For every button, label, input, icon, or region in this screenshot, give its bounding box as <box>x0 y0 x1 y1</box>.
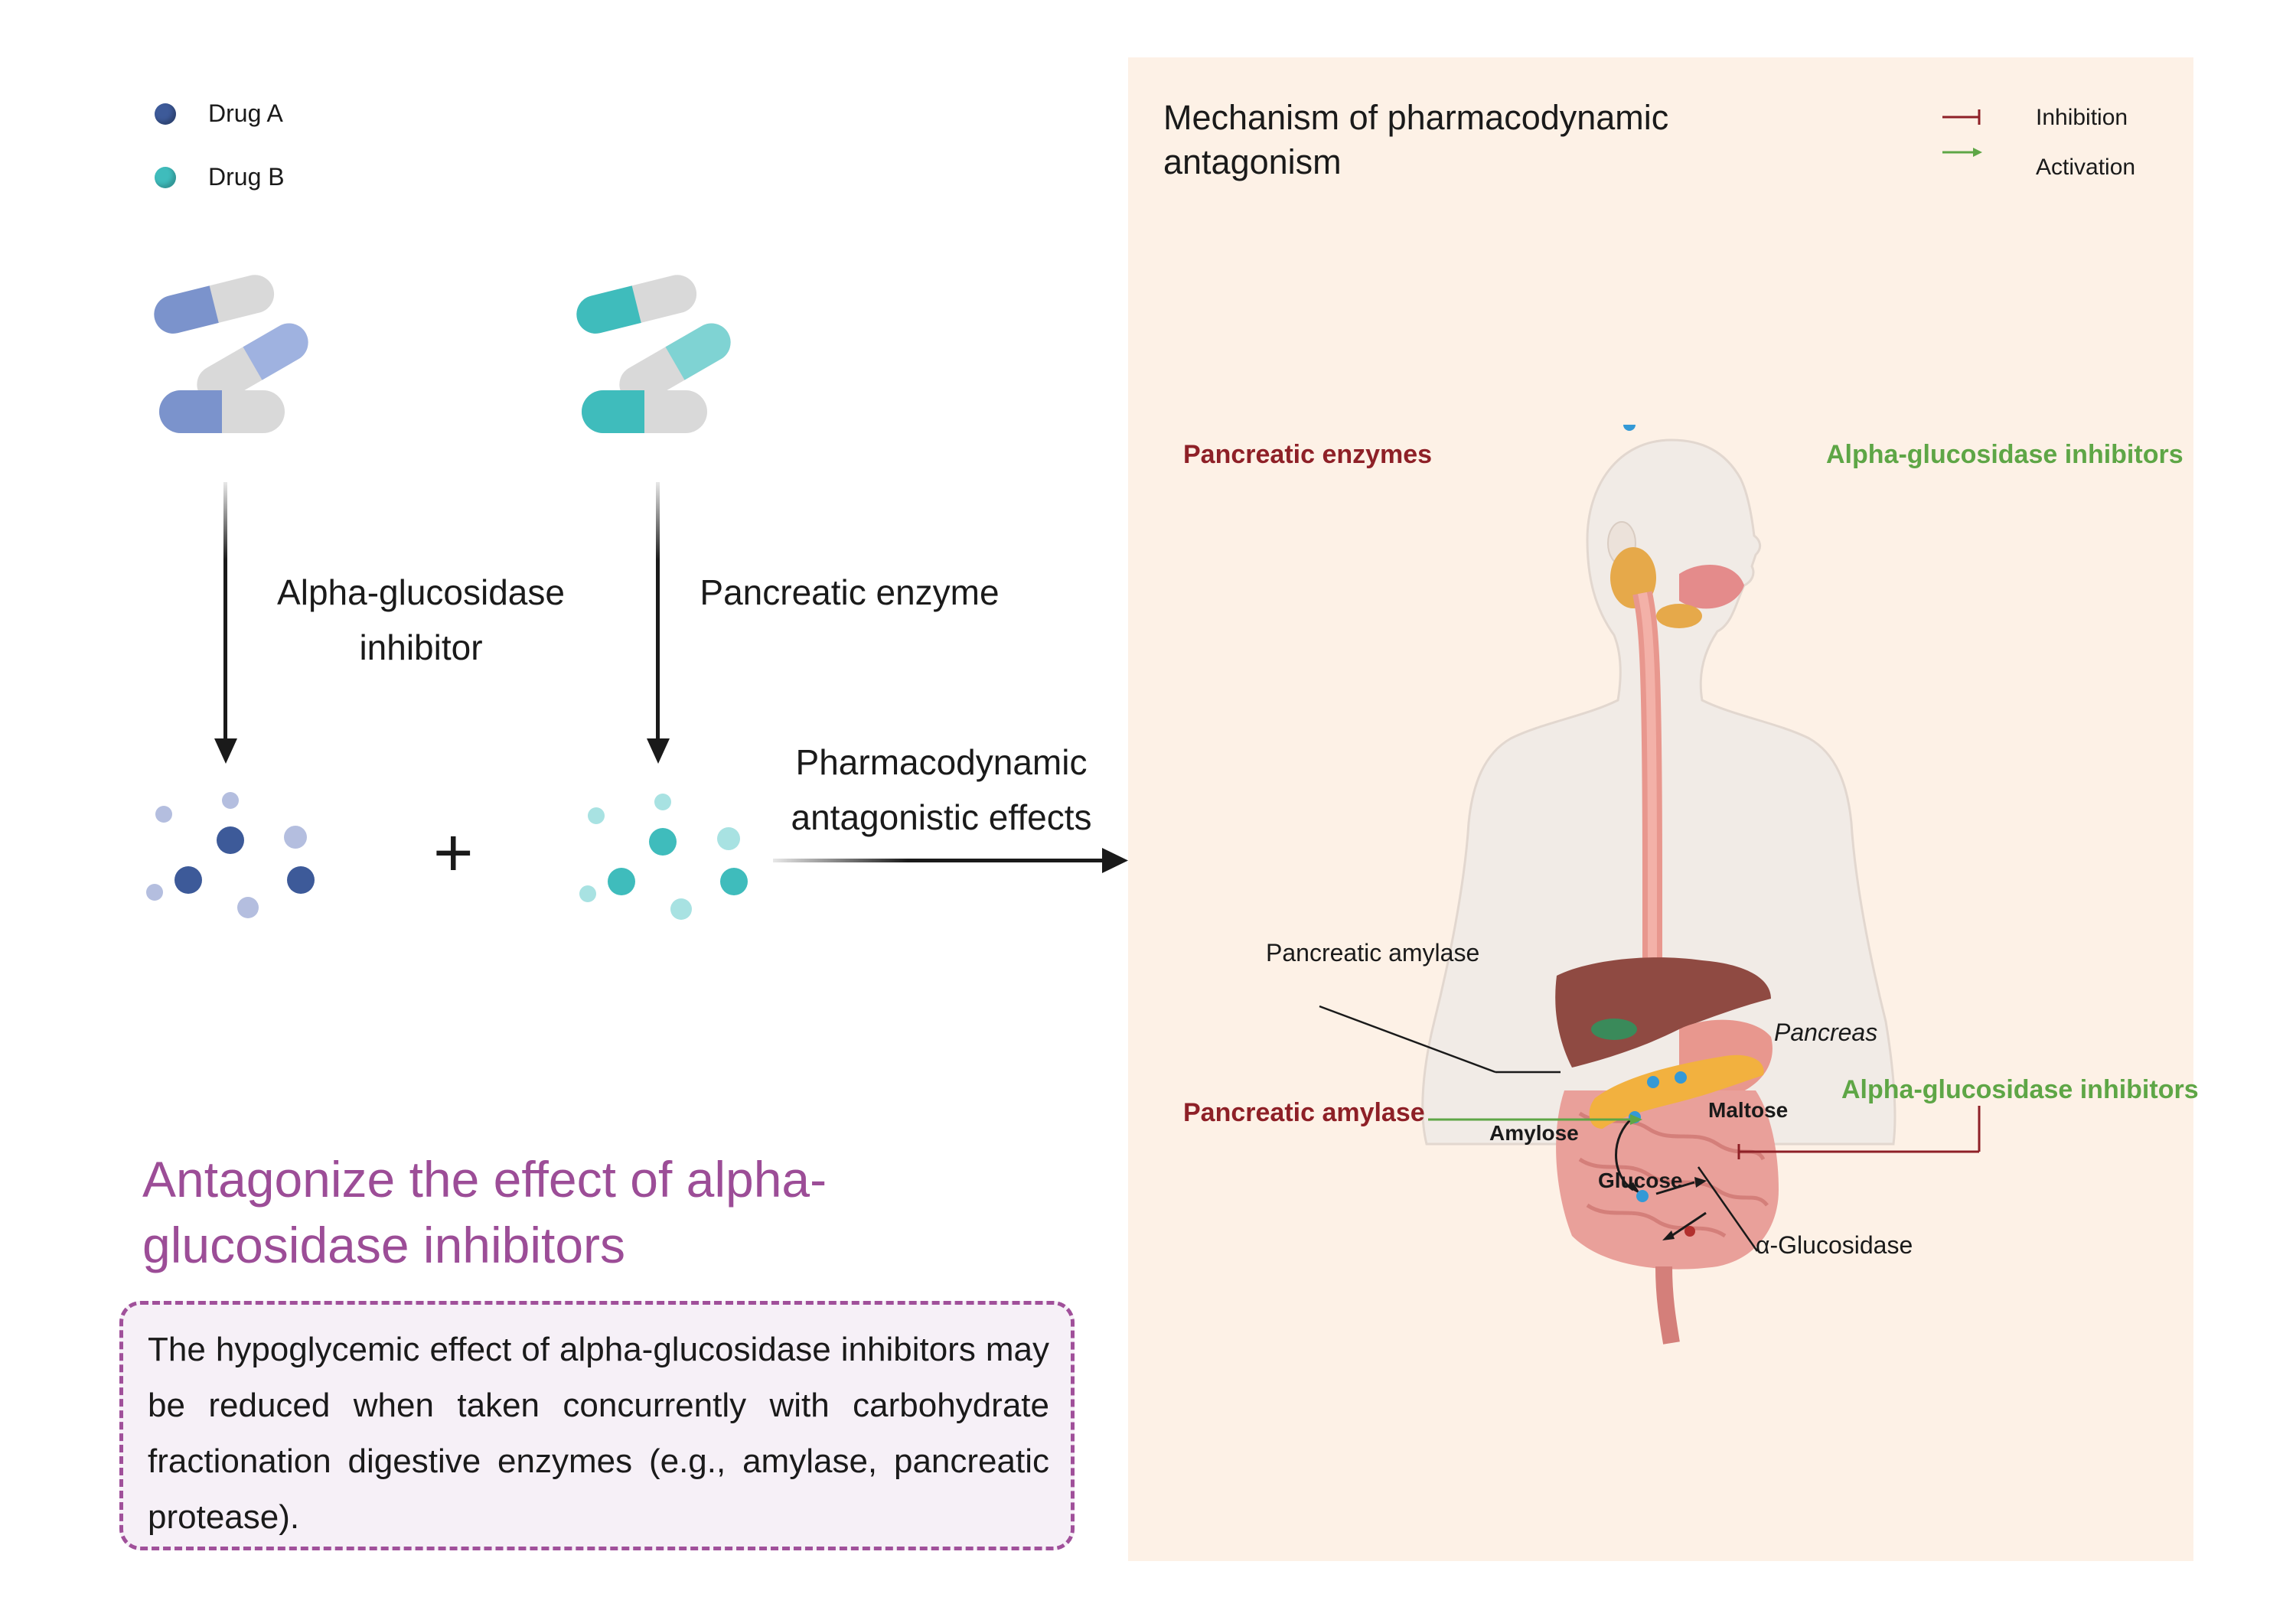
legend-drug-b-label: Drug B <box>208 163 285 191</box>
callout-lines <box>1319 1005 1981 1252</box>
glucose-label: Glucose <box>1598 1169 1683 1192</box>
panel-title: Mechanism of pharmacodynamic antagonism <box>1163 98 1669 181</box>
alpha-glucosidase-inhibitors-label: Alpha-glucosidase inhibitors <box>1826 440 2183 469</box>
pancreatic-amylase-input-label: Pancreatic amylase <box>1183 1098 1425 1127</box>
effect-label: Pharmacodynamic antagonistic effects <box>791 742 1092 837</box>
drug-a-arrow <box>214 482 237 764</box>
mechanism-panel: Mechanism of pharmacodynamic antagonism … <box>1128 57 2199 1561</box>
maltose-label: Maltose <box>1708 1098 1789 1122</box>
drug-a-capsules-icon <box>154 275 308 433</box>
pancreatic-enzymes-label: Pancreatic enzymes <box>1183 440 1433 469</box>
legend-drug-a: Drug A <box>155 99 283 128</box>
human-digestive-system-illustration <box>1421 425 1896 1345</box>
drug-a-dot-icon <box>155 103 176 125</box>
note-box: The hypoglycemic effect of alpha-glucosi… <box>119 1301 1075 1550</box>
note-text: The hypoglycemic effect of alpha-glucosi… <box>148 1331 1049 1536</box>
alpha-glucosidase-label: α-Glucosidase <box>1756 1231 1913 1259</box>
pancreas-annotation: Pancreas <box>1774 1019 1878 1046</box>
legend-activation-label: Activation <box>2036 155 2136 180</box>
amylose-label: Amylose <box>1489 1121 1579 1145</box>
drug-b-action-label: Pancreatic enzyme <box>700 572 1000 612</box>
legend-inhibition-label: Inhibition <box>2036 105 2128 130</box>
legend-drug-b: Drug B <box>155 163 285 191</box>
page-heading: Antagonize the effect of alpha- glucosid… <box>142 1151 827 1273</box>
legend-drug-a-label: Drug A <box>208 99 283 127</box>
drug-b-dot-icon <box>155 166 176 188</box>
legend-line-icons <box>1942 109 1982 157</box>
pancreatic-amylase-annotation: Pancreatic amylase <box>1266 939 1480 966</box>
alpha-glucosidase-inhibitors-input-label: Alpha-glucosidase inhibitors <box>1841 1075 2199 1104</box>
drug-b-capsules-icon <box>576 275 731 433</box>
drug-b-molecules-icon <box>579 794 748 920</box>
drug-a-action-label: Alpha-glucosidase inhibitor <box>277 572 565 667</box>
drug-a-molecules-icon <box>146 792 315 918</box>
drug-b-arrow <box>647 482 670 764</box>
combination-plus-icon: + <box>433 815 474 892</box>
effect-arrow <box>773 848 1128 873</box>
